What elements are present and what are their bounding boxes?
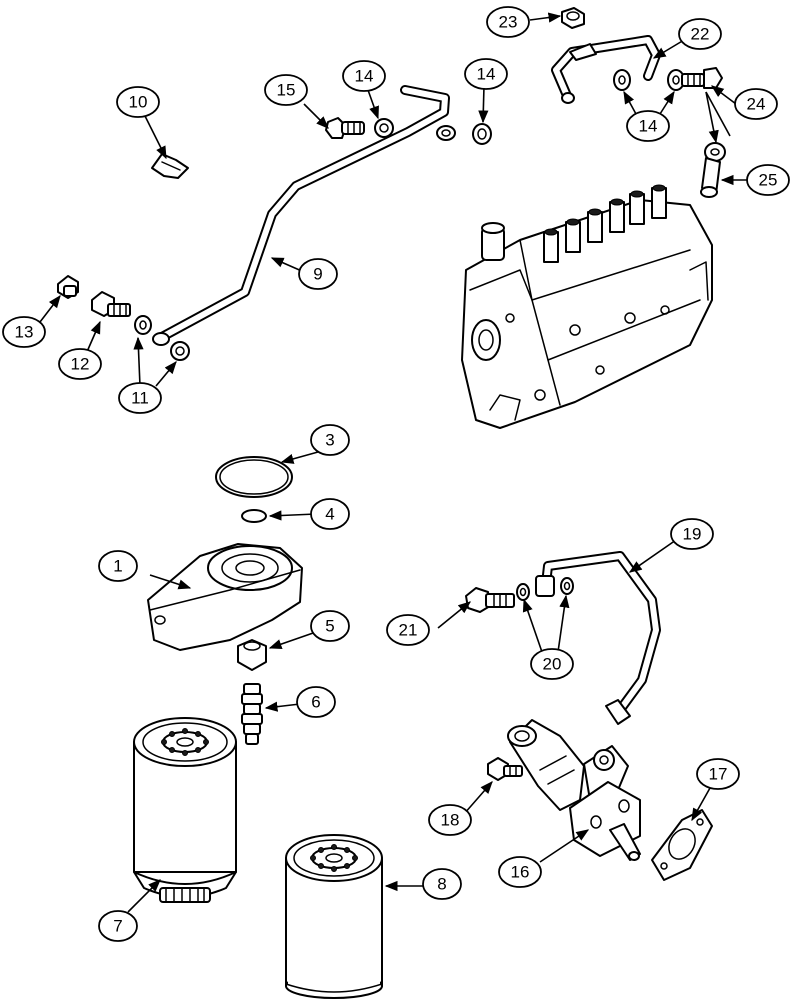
washers-11 bbox=[134, 315, 190, 361]
callout-label-1: 1 bbox=[113, 557, 122, 576]
callout-label-17: 17 bbox=[709, 765, 728, 784]
callout-7: 7 bbox=[98, 910, 138, 942]
callout-label-12: 12 bbox=[71, 355, 90, 374]
callout-label-18: 18 bbox=[441, 811, 460, 830]
clip-10 bbox=[151, 153, 189, 179]
callout-label-14c: 14 bbox=[639, 117, 658, 136]
callout-6: 6 bbox=[296, 686, 336, 718]
callout-19: 19 bbox=[670, 518, 714, 550]
sealing-washer-14b bbox=[472, 123, 492, 145]
callout-label-7: 7 bbox=[113, 917, 122, 936]
fuel-line-19 bbox=[535, 551, 661, 725]
callout-3: 3 bbox=[310, 424, 350, 456]
callout-15: 15 bbox=[264, 74, 308, 106]
callout-14c: 14 bbox=[626, 110, 670, 142]
callout-label-11: 11 bbox=[131, 389, 149, 408]
fuel-filter-8 bbox=[285, 834, 383, 999]
callout-13: 13 bbox=[2, 316, 46, 348]
callout-label-25: 25 bbox=[759, 171, 778, 190]
callout-label-22: 22 bbox=[691, 25, 710, 44]
banjo-bolt-21 bbox=[465, 587, 515, 613]
callout-14b: 14 bbox=[464, 58, 508, 90]
callout-21: 21 bbox=[386, 614, 430, 646]
callout-16: 16 bbox=[498, 856, 542, 888]
callout-label-6: 6 bbox=[311, 693, 320, 712]
nut-5 bbox=[237, 639, 267, 671]
callout-20: 20 bbox=[530, 648, 574, 680]
injection-pump bbox=[461, 184, 713, 429]
bolt-18 bbox=[487, 757, 523, 781]
callout-label-20: 20 bbox=[543, 655, 562, 674]
fuel-line-22 bbox=[551, 35, 661, 104]
leader-lines bbox=[39, 12, 750, 913]
bolt-12 bbox=[91, 291, 131, 317]
callout-11: 11 bbox=[118, 382, 162, 414]
sealing-washer-14c bbox=[613, 69, 685, 91]
nut-23 bbox=[561, 7, 585, 29]
callout-label-13: 13 bbox=[15, 323, 34, 342]
fuel-filter-7 bbox=[133, 717, 237, 903]
callout-label-23: 23 bbox=[499, 13, 518, 32]
banjo-bolt-15 bbox=[325, 117, 365, 139]
callout-label-14a: 14 bbox=[355, 67, 374, 86]
transfer-pump-16 bbox=[507, 719, 641, 861]
callout-17: 17 bbox=[696, 758, 740, 790]
callout-4: 4 bbox=[310, 498, 350, 530]
callout-label-15: 15 bbox=[277, 81, 296, 100]
callout-label-8: 8 bbox=[437, 875, 446, 894]
callout-14a: 14 bbox=[342, 60, 386, 92]
callout-label-10: 10 bbox=[129, 93, 148, 112]
o-ring-4 bbox=[241, 509, 267, 523]
callout-9: 9 bbox=[298, 258, 338, 290]
callout-label-16: 16 bbox=[511, 863, 530, 882]
callout-25: 25 bbox=[746, 164, 790, 196]
callout-1: 1 bbox=[98, 550, 138, 582]
adapter-6 bbox=[241, 683, 263, 745]
o-ring-3 bbox=[215, 456, 293, 498]
callout-label-19: 19 bbox=[683, 525, 702, 544]
callout-label-24: 24 bbox=[747, 95, 766, 114]
callout-22: 22 bbox=[678, 18, 722, 50]
gasket-17 bbox=[651, 809, 713, 881]
fitting-13 bbox=[57, 275, 79, 299]
callout-8: 8 bbox=[422, 868, 462, 900]
callout-label-9: 9 bbox=[313, 265, 322, 284]
callout-label-5: 5 bbox=[325, 617, 334, 636]
callout-label-4: 4 bbox=[325, 505, 334, 524]
banjo-fitting-25 bbox=[700, 142, 726, 198]
callout-5: 5 bbox=[310, 610, 350, 642]
callout-18: 18 bbox=[428, 804, 472, 836]
callout-10: 10 bbox=[116, 86, 160, 118]
banjo-bolt-24 bbox=[681, 67, 723, 89]
callout-label-21: 21 bbox=[399, 621, 418, 640]
filter-head-1 bbox=[147, 543, 303, 651]
sealing-washer-14a bbox=[374, 118, 394, 138]
fuel-line-9 bbox=[152, 85, 456, 346]
callout-23: 23 bbox=[486, 6, 530, 38]
callout-label-14b: 14 bbox=[477, 65, 496, 84]
callout-24: 24 bbox=[734, 88, 778, 120]
callout-12: 12 bbox=[58, 348, 102, 380]
callout-label-3: 3 bbox=[325, 431, 334, 450]
